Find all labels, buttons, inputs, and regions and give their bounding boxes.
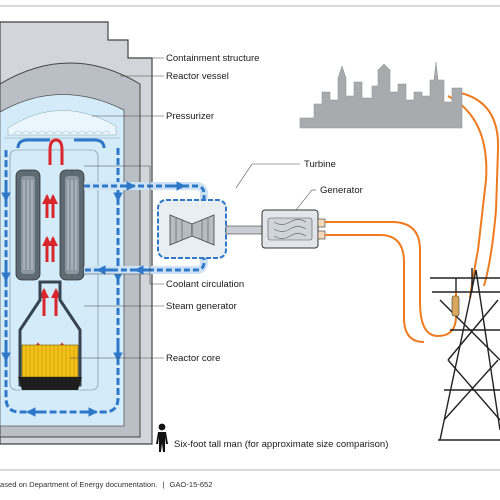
source-note: ased on Department of Energy documentati…	[0, 480, 213, 489]
steam-generator-left	[15, 169, 41, 281]
label-core: Reactor core	[166, 353, 220, 364]
source-separator: |	[162, 480, 164, 489]
label-vessel: Reactor vessel	[166, 71, 229, 82]
pressurizer	[7, 110, 117, 136]
label-generator: Generator	[320, 185, 363, 196]
reactor-core	[21, 344, 79, 378]
label-coolant: Coolant circulation	[166, 279, 244, 290]
source-text: ased on Department of Energy documentati…	[0, 480, 157, 489]
label-man: Six-foot tall man (for approximate size …	[174, 439, 388, 450]
leader-lines	[70, 57, 316, 359]
core-bottom-plate	[18, 377, 82, 390]
city-skyline-icon	[299, 61, 463, 129]
transmission-tower-icon	[430, 268, 500, 441]
source-report-id: GAO-15-652	[169, 480, 212, 489]
generator	[261, 209, 326, 249]
label-pressurizer: Pressurizer	[166, 111, 214, 122]
coolant-loop-vessel	[1, 138, 123, 417]
label-containment: Containment structure	[166, 53, 259, 64]
turbine	[157, 199, 227, 259]
standing-person-icon	[156, 423, 168, 452]
turbine-shaft	[225, 225, 265, 235]
power-lines	[325, 91, 500, 343]
pressurizer-bubbles	[13, 130, 111, 135]
insulator	[451, 295, 460, 317]
core-shroud	[18, 280, 82, 387]
label-steam-generator: Steam generator	[166, 301, 237, 312]
label-turbine: Turbine	[304, 159, 336, 170]
steam-generator-right	[59, 169, 85, 281]
